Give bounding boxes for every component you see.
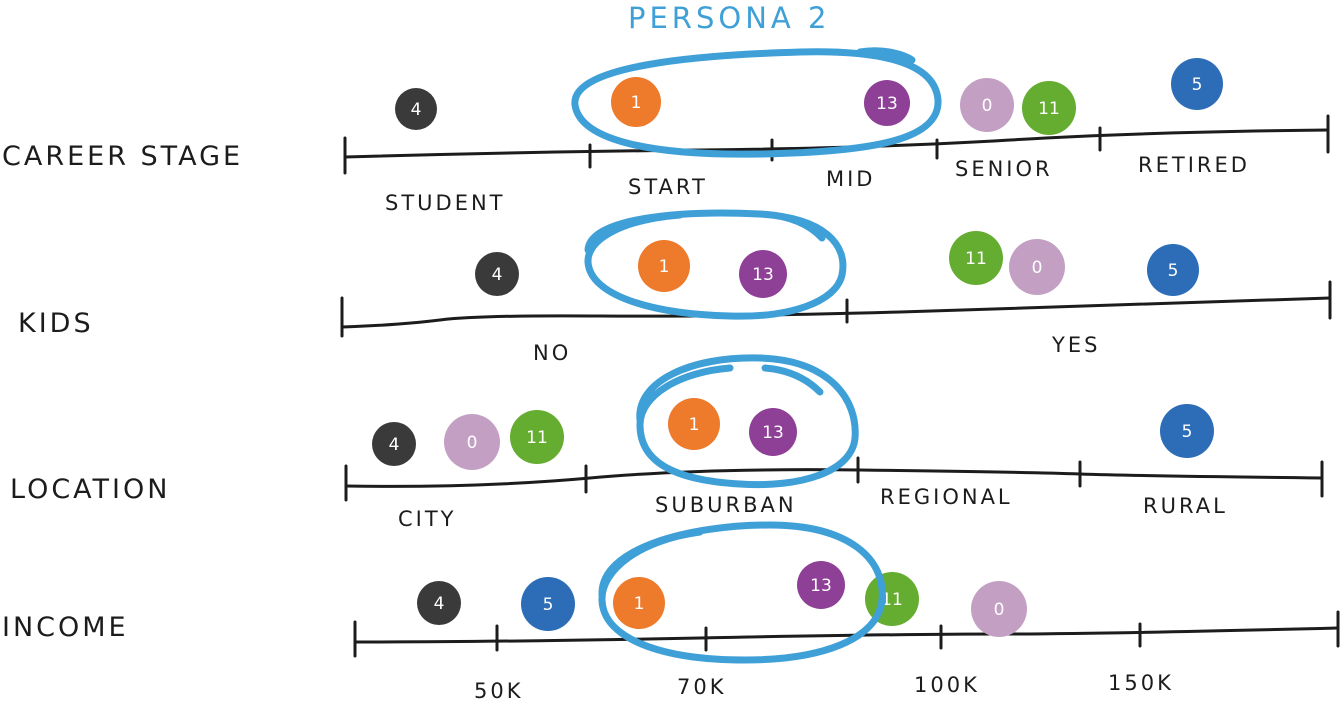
persona-dot: 11 <box>949 231 1003 285</box>
persona-dot: 0 <box>444 414 500 470</box>
persona-title: PERSONA 2 <box>628 1 830 35</box>
segment-label: YES <box>1051 333 1100 357</box>
persona-highlight-loop <box>571 47 942 158</box>
persona-dot: 5 <box>1147 244 1199 296</box>
axis-ticks <box>343 114 1330 175</box>
persona-dot: 1 <box>668 398 720 450</box>
persona-dot-label: 13 <box>810 576 832 596</box>
persona-highlight-loop <box>598 521 886 664</box>
persona-dot: 13 <box>864 80 910 126</box>
segment-label: CITY <box>398 507 457 531</box>
segment-label: 50K <box>474 679 524 703</box>
axis-line <box>353 626 1340 644</box>
persona-dot-label: 0 <box>1032 258 1043 278</box>
axis-line <box>344 468 1324 488</box>
segment-label: REGIONAL <box>880 485 1013 509</box>
persona-dot-label: 13 <box>752 265 774 285</box>
row-label-kids: KIDS <box>18 308 94 339</box>
axis-ticks <box>340 280 1332 338</box>
segment-label: RETIRED <box>1138 153 1250 177</box>
persona-dot-label: 5 <box>1192 75 1203 95</box>
segment-label: 100K <box>914 673 980 697</box>
row-kids: KIDS NO YES 4 1 13 11 0 5 <box>18 209 1332 365</box>
persona-dot-label: 13 <box>876 94 898 114</box>
persona-dot: 4 <box>417 581 461 625</box>
persona-dot-label: 4 <box>434 594 445 614</box>
segment-label: 150K <box>1108 671 1174 695</box>
segment-label: START <box>628 175 708 199</box>
persona-dot-label: 0 <box>994 600 1005 620</box>
persona-dot: 1 <box>611 77 661 127</box>
persona-dot: 5 <box>521 577 575 631</box>
persona-dot: 1 <box>613 577 665 629</box>
persona-dot-label: 4 <box>492 265 503 285</box>
persona-dot-label: 11 <box>1038 99 1060 119</box>
persona-dot: 0 <box>971 581 1027 637</box>
persona-dot-label: 5 <box>543 595 554 615</box>
persona-dot-label: 0 <box>467 433 478 453</box>
segment-label: SENIOR <box>955 157 1053 181</box>
persona-highlight-loop <box>584 209 847 320</box>
row-label-career-stage: CAREER STAGE <box>2 141 243 172</box>
row-label-location: LOCATION <box>10 474 170 505</box>
segment-label: 70K <box>677 675 727 699</box>
persona-dot: 13 <box>749 408 797 456</box>
axis-ticks <box>344 456 1324 502</box>
persona-dot: 0 <box>960 78 1014 132</box>
persona-dot: 5 <box>1160 404 1214 458</box>
segment-label: MID <box>826 167 875 191</box>
persona-highlight-loop <box>636 354 859 489</box>
row-career-stage: CAREER STAGE STUDENT START MID SENIOR RE… <box>2 47 1330 215</box>
persona-dot-label: 13 <box>762 423 784 443</box>
persona-dot: 4 <box>475 252 519 296</box>
persona-dot-label: 1 <box>659 257 670 277</box>
persona-dot: 13 <box>739 250 787 298</box>
axis-ticks <box>353 610 1340 658</box>
persona-dot-label: 11 <box>881 590 903 610</box>
persona-dot: 13 <box>797 561 845 609</box>
persona-dot: 4 <box>395 88 437 130</box>
persona-dot-label: 4 <box>411 100 422 120</box>
persona-dot-label: 4 <box>389 435 400 455</box>
persona-dot-label: 11 <box>526 428 548 448</box>
persona-dot-label: 1 <box>631 93 642 113</box>
persona-dot-label: 1 <box>634 594 645 614</box>
axis-line <box>340 296 1332 329</box>
row-income: INCOME 50K 70K 100K 150K 4 5 1 13 11 0 <box>2 521 1340 703</box>
persona-dot-label: 1 <box>689 415 700 435</box>
persona-dot: 5 <box>1171 58 1223 110</box>
persona-dot: 4 <box>372 422 416 466</box>
persona-dot-label: 11 <box>965 249 987 269</box>
persona-dot-label: 5 <box>1182 422 1193 442</box>
persona-dot: 11 <box>1022 81 1076 135</box>
persona-dot-label: 0 <box>982 96 993 116</box>
persona-dot: 11 <box>510 410 564 464</box>
row-label-income: INCOME <box>2 612 129 643</box>
segment-label: SUBURBAN <box>655 493 797 517</box>
persona-dot: 0 <box>1009 239 1065 295</box>
segment-label: NO <box>533 341 571 365</box>
persona-dot-label: 5 <box>1168 261 1179 281</box>
segment-label: STUDENT <box>385 191 506 215</box>
persona-dot: 1 <box>638 240 690 292</box>
segment-label: RURAL <box>1143 494 1228 518</box>
row-location: LOCATION CITY SUBURBAN REGIONAL RURAL 4 … <box>10 354 1324 531</box>
